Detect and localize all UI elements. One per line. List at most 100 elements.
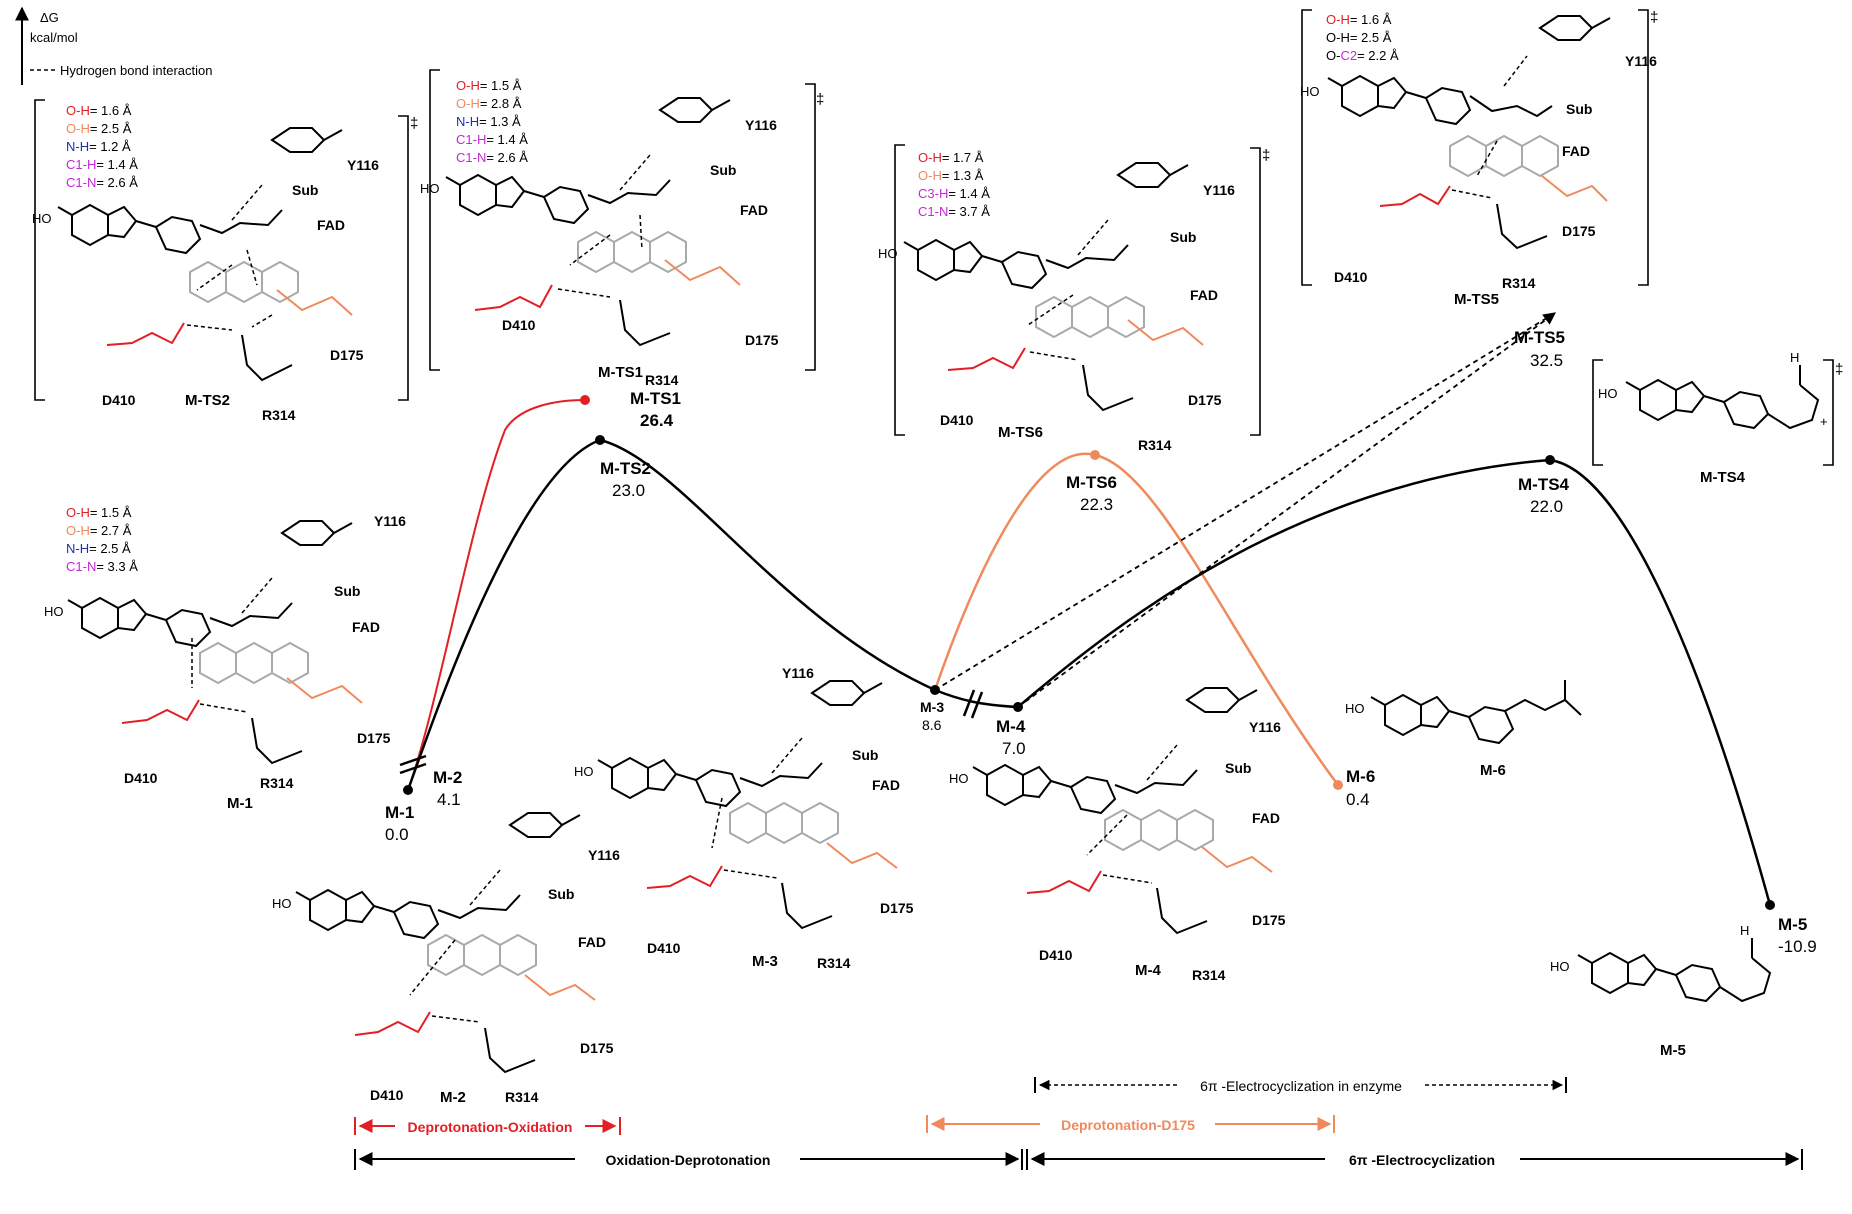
bar-electro-enzyme: 6π -Electrocyclization in enzyme	[1034, 1077, 1567, 1094]
svg-text:O-H= 1.5 Å: O-H= 1.5 Å	[66, 505, 132, 520]
state-labels: M-1 0.0 M-2 4.1 M-TS1 26.4 M-TS2 23.0 M-…	[385, 328, 1817, 956]
m4-d410: D410	[1039, 947, 1073, 963]
path-black-second	[1017, 458, 1772, 906]
svg-text:C1-N= 3.7 Å: C1-N= 3.7 Å	[918, 204, 990, 219]
bar-electro: 6π -Electrocyclization	[1026, 1149, 1803, 1170]
mts1-fad: FAD	[740, 202, 768, 218]
break-mark-1b	[399, 762, 427, 775]
m5-oh-label: H	[1740, 923, 1749, 938]
mts1-name: M-TS1	[598, 364, 643, 381]
dist-mts1-2-value: = 1.3 Å	[479, 114, 521, 129]
dist-m1-0-label: O-H	[66, 505, 90, 520]
state-m3-energy: 8.6	[922, 717, 942, 733]
state-m3-name: M-3	[920, 699, 944, 715]
structure-m1: HO Y116 Sub FAD D410 D175 R314 M-1	[44, 513, 406, 812]
state-mts1-name: M-TS1	[630, 389, 681, 408]
dist-m1-3-value: = 3.3 Å	[96, 559, 138, 574]
state-mts2-energy: 23.0	[612, 481, 645, 500]
structure-m5: HO H M-5	[1550, 923, 1772, 1059]
m4-d175: D175	[1252, 912, 1286, 928]
structure-m6: HO M-6	[1345, 680, 1582, 779]
dist-m1-2-label: N-H	[66, 541, 89, 556]
svg-text:C1-H= 1.4 Å: C1-H= 1.4 Å	[66, 157, 138, 172]
state-m1-energy: 0.0	[385, 825, 409, 844]
state-m4-name: M-4	[996, 717, 1026, 736]
dagger-mts5: ‡	[1650, 9, 1658, 26]
m4-r314: R314	[1192, 967, 1226, 983]
dist-m1-1-label: O-H	[66, 523, 90, 538]
m3-ho-label: HO	[574, 764, 594, 779]
mts6-ho-label: HO	[878, 246, 898, 261]
dist-mts6-0-value: = 1.7 Å	[942, 150, 984, 165]
state-m2-energy: 4.1	[437, 790, 461, 809]
m1-name: M-1	[227, 795, 253, 812]
m4-y116: Y116	[1249, 719, 1281, 735]
state-m6-name: M-6	[1346, 767, 1375, 786]
bracket-mts1-right	[805, 83, 816, 371]
dist-mts2-3-value: = 1.4 Å	[96, 157, 138, 172]
mts2-ho-label: HO	[32, 211, 52, 226]
mts4-ho-label: HO	[1598, 386, 1618, 401]
distances-mts1: O-H= 1.5 Å O-H= 2.8 Å N-H= 1.3 Å C1-H= 1…	[456, 78, 528, 165]
m2-y116: Y116	[588, 847, 620, 863]
m3-d175: D175	[880, 900, 914, 916]
m3-fad: FAD	[872, 777, 900, 793]
mts1-d175: D175	[745, 332, 779, 348]
mts2-r314: R314	[262, 407, 296, 423]
dist-mts5-2-value: = 2.2 Å	[1357, 48, 1399, 63]
structure-mts6: HO Y116 Sub FAD D410 D175 R314 M-TS6	[878, 162, 1235, 453]
state-m2-name: M-2	[433, 768, 462, 787]
m1-r314: R314	[260, 775, 294, 791]
dist-mts1-4-value: = 2.6 Å	[486, 150, 528, 165]
dist-mts2-4-label: C1-N	[66, 175, 96, 190]
state-mts1-energy: 26.4	[640, 411, 674, 430]
bar-deprot-d175-label: Deprotonation-D175	[1061, 1117, 1195, 1133]
mts6-y116: Y116	[1203, 182, 1235, 198]
state-mts2-name: M-TS2	[600, 459, 651, 478]
axis-unit: kcal/mol	[30, 30, 78, 45]
state-mts5-name: M-TS5	[1514, 328, 1565, 347]
m1-sub: Sub	[334, 583, 360, 599]
mts5-ho-label: HO	[1300, 84, 1320, 99]
node-m6	[1333, 780, 1343, 790]
mts4-oh-label: H	[1790, 350, 1799, 365]
bar-ox-deprot-label: Oxidation-Deprotonation	[606, 1152, 771, 1168]
mts5-sub: Sub	[1566, 101, 1592, 117]
mts2-d175: D175	[330, 347, 364, 363]
mts6-d410: D410	[940, 412, 974, 428]
legend-hbond-label: Hydrogen bond interaction	[60, 63, 213, 78]
dagger-mts6: ‡	[1262, 147, 1270, 164]
m2-fad: FAD	[578, 934, 606, 950]
dist-mts6-3-label: C1-N	[918, 204, 948, 219]
state-m5-energy: -10.9	[1778, 937, 1817, 956]
node-m3	[930, 685, 940, 695]
state-mts6-name: M-TS6	[1066, 473, 1117, 492]
node-mts6	[1090, 450, 1100, 460]
state-m6-energy: 0.4	[1346, 790, 1370, 809]
m2-r314: R314	[505, 1089, 539, 1105]
dist-mts6-3-value: = 3.7 Å	[948, 204, 990, 219]
bracket-mts4-left	[1592, 359, 1603, 466]
dist-mts6-0-label: O-H	[918, 150, 942, 165]
dist-m1-1-value: = 2.7 Å	[90, 523, 132, 538]
mts1-r314: R314	[645, 372, 679, 388]
structure-m4: HO Y116 Sub FAD D410 D175 R314 M-4	[949, 687, 1286, 983]
mts6-sub: Sub	[1170, 229, 1196, 245]
state-m5-name: M-5	[1778, 915, 1807, 934]
svg-text:O-H= 1.5 Å: O-H= 1.5 Å	[456, 78, 522, 93]
dagger-mts1: ‡	[816, 91, 824, 108]
dist-m1-2-value: = 2.5 Å	[89, 541, 131, 556]
m4-fad: FAD	[1252, 810, 1280, 826]
bar-deprot-ox: Deprotonation-Oxidation	[354, 1117, 621, 1135]
m2-sub: Sub	[548, 886, 574, 902]
bracket-mts2-right	[398, 115, 409, 401]
dist-mts1-3-value: = 1.4 Å	[486, 132, 528, 147]
mts5-name: M-TS5	[1454, 291, 1499, 308]
break-mark-1a	[399, 754, 427, 767]
dagger-mts2: ‡	[410, 115, 418, 132]
dist-mts6-2-value: = 1.4 Å	[948, 186, 990, 201]
svg-text:C1-H= 1.4 Å: C1-H= 1.4 Å	[456, 132, 528, 147]
svg-text:O-H= 2.7 Å: O-H= 2.7 Å	[66, 523, 132, 538]
dist-mts2-3-label: C1-H	[66, 157, 96, 172]
node-m5	[1765, 900, 1775, 910]
